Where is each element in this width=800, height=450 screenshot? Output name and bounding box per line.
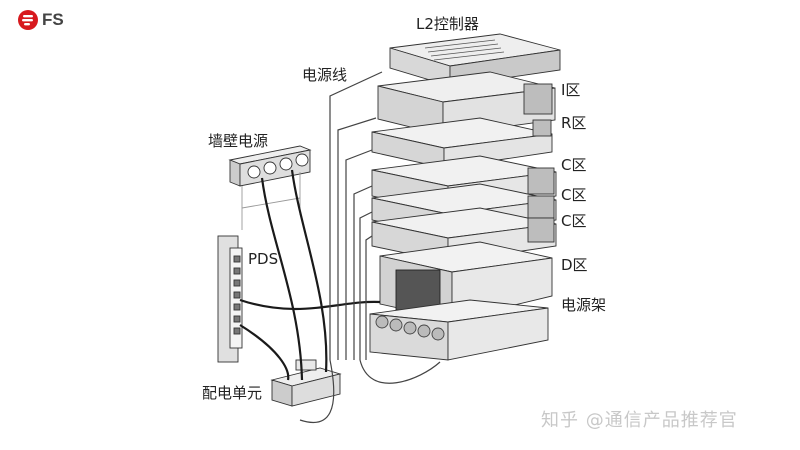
- label-power-cable: 电源线: [302, 66, 348, 84]
- wall-power-outlet: [228, 145, 312, 230]
- pds-strip: [217, 235, 243, 363]
- fs-logo-icon: [18, 10, 38, 30]
- label-pds: PDS: [248, 250, 279, 268]
- power-cables: [239, 169, 381, 381]
- label-l2-controller: L2控制器: [416, 15, 479, 33]
- label-wall-power: 墙壁电源: [208, 132, 269, 150]
- label-power-shelf: 电源架: [561, 296, 607, 314]
- label-zone-d: D区: [561, 256, 588, 274]
- label-zone-c-2: C区: [561, 186, 587, 204]
- brand-logo: FS: [18, 10, 64, 30]
- power-shelf-device: [369, 299, 549, 361]
- label-distribution-unit: 配电单元: [202, 384, 263, 402]
- label-zone-c-3: C区: [561, 212, 587, 230]
- brand-name: FS: [42, 10, 64, 29]
- label-zone-r: R区: [561, 114, 587, 132]
- power-cords-to-rack: [299, 71, 441, 424]
- label-zone-i: I区: [561, 81, 581, 99]
- distribution-unit: [270, 359, 342, 407]
- rack-stack: [369, 33, 561, 361]
- label-zone-c-1: C区: [561, 156, 587, 174]
- watermark-text: 知乎 @通信产品推荐官: [541, 410, 738, 431]
